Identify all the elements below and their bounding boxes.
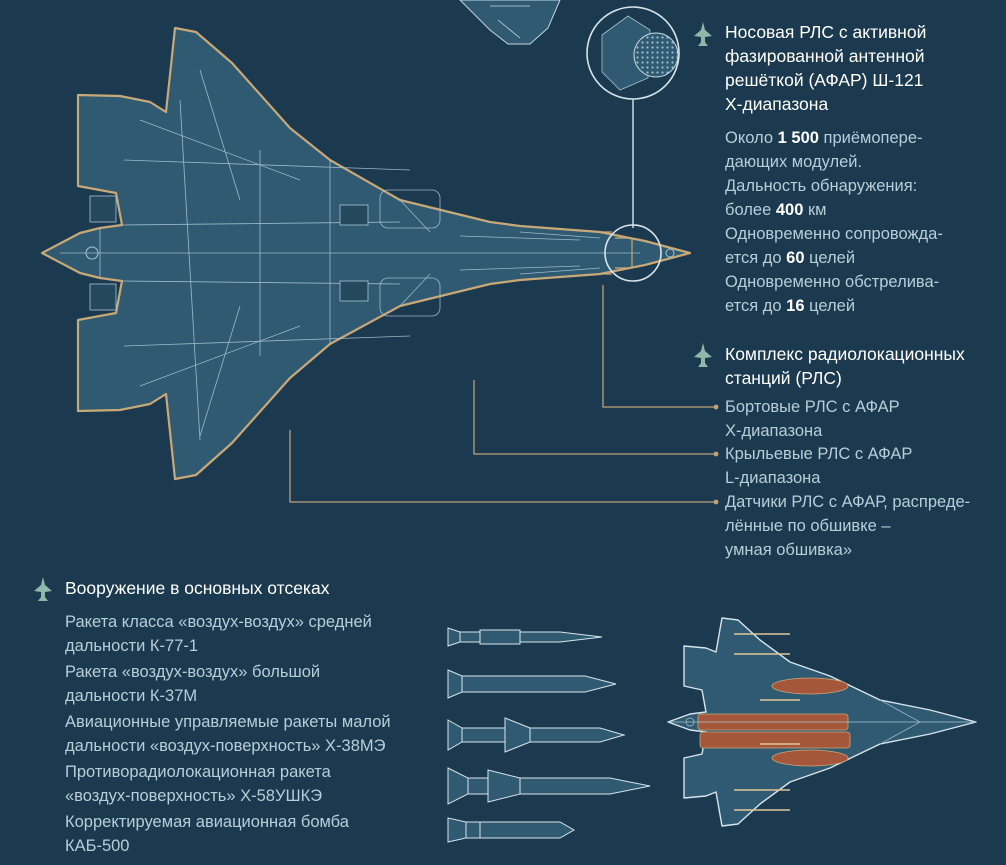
weapon-kh38-missile: [447, 717, 626, 753]
rls-complex-title: Комплекс радиолокационных станций (РЛС): [725, 344, 965, 388]
armament-item-k37m: Ракета «воздух-воздух» большой дальности…: [65, 663, 321, 705]
armament-item-kab500: Корректируемая авиационная бомба КАБ-500: [65, 813, 349, 855]
rls-leader-lines: [289, 285, 719, 505]
rls-item-onboard: Бортовые РЛС с АФАР Х-диапазона: [725, 398, 900, 440]
airframe-outline: [40, 26, 692, 481]
radar-title: Носовая РЛС с активной фазированной анте…: [725, 22, 927, 114]
armament-item-k77: Ракета класса «воздух-воздух» средней да…: [65, 613, 372, 655]
aircraft-weapons-bays: [667, 617, 977, 827]
weapon-k77-missile: [447, 627, 603, 647]
armament-item-kh38: Авиационные управляемые ракеты малой дал…: [65, 713, 391, 755]
rls-item-wing: Крыльевые РЛС с АФАР L-диапазона: [725, 445, 913, 487]
jet-icon: [694, 22, 712, 46]
aircraft-partial-top: [459, 0, 561, 45]
armament-item-kh58: Противорадиолокационная ракета «воздух-п…: [65, 763, 331, 805]
weapon-k37m-missile: [447, 669, 617, 699]
rls-item-smart-skin: Датчики РЛС с АФАР, распреде- лённые по …: [725, 493, 971, 559]
radar-callout: [586, 6, 680, 282]
armament-title: Вооружение в основных отсеках: [65, 578, 330, 598]
jet-icon: [694, 343, 712, 367]
aircraft-top-view: [40, 26, 692, 481]
radar-specs: Около 1 500 приёмопере- дающих модулей. …: [725, 129, 943, 315]
weapon-kab500-bomb: [447, 817, 576, 843]
weapon-kh58-missile: [447, 767, 651, 805]
jet-icon: [34, 577, 52, 601]
